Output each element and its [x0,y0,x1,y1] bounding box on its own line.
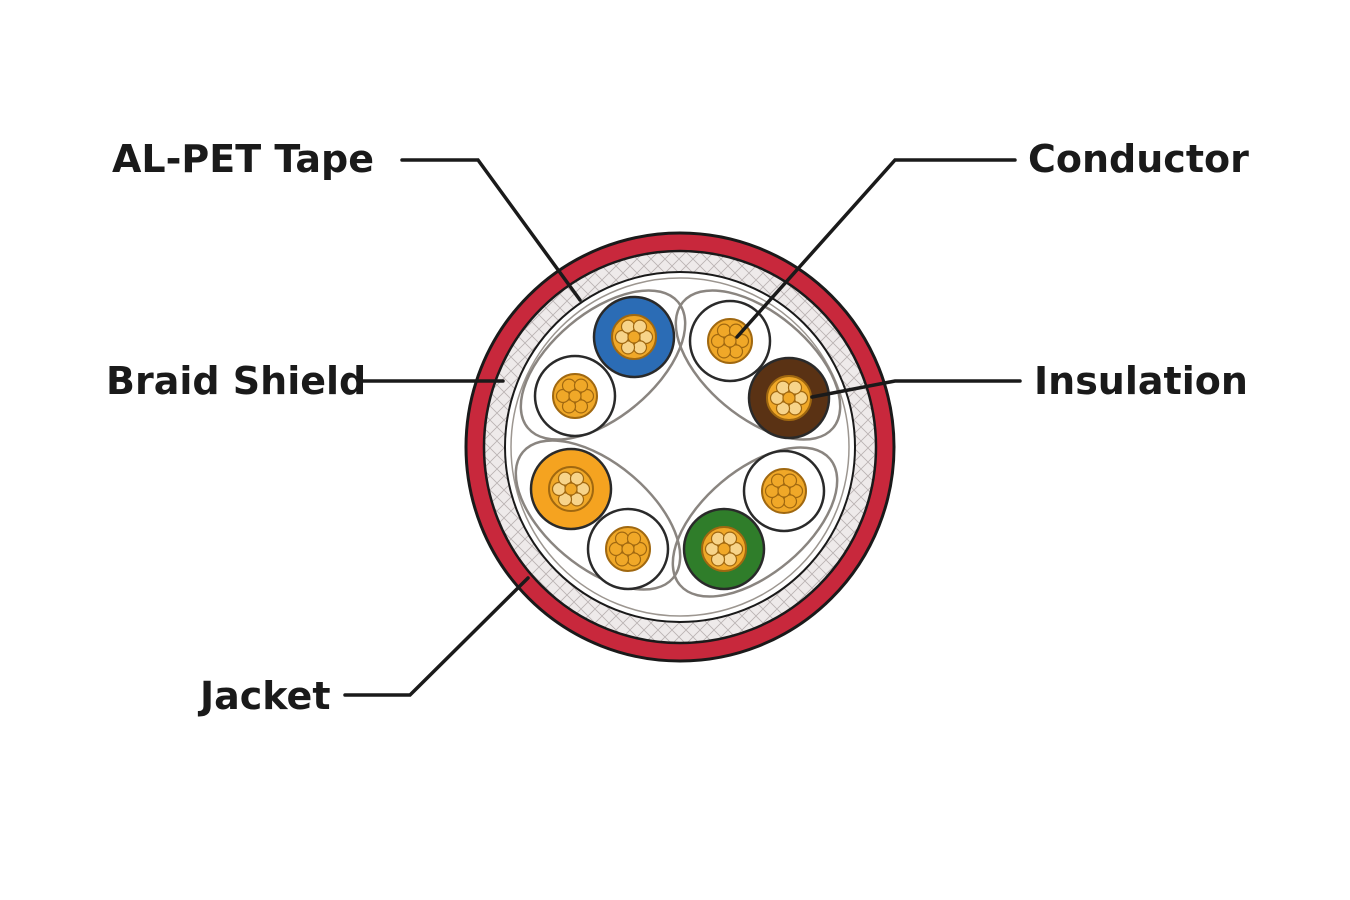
brown-wire [747,356,831,440]
white-wire [742,449,826,533]
conductor-center-strand [777,484,791,498]
conductor-strand [561,399,577,414]
conductor-strand [716,344,732,359]
leader-jacket [343,576,530,697]
label-jacket: Jacket [200,674,331,718]
label-insulation: Insulation [1034,359,1248,403]
brown-pair [688,299,831,440]
label-al-pet-tape: AL-PET Tape [112,137,374,181]
pair-wrap-brown [674,289,842,441]
leader-al-pet-tape [400,158,582,302]
conductor-strand [710,552,726,567]
conductor-center-strand [568,389,582,403]
white-wire [688,299,772,383]
conductor-strand [573,378,589,393]
pair-wrap-orange [514,439,682,591]
conductor-center-strand [621,542,635,556]
conductor-strand [557,492,573,507]
conductor-strand [569,471,585,486]
pair-wrap-blue [519,289,687,441]
leader-insulation [810,379,1022,399]
conductor-center-strand [564,482,578,496]
conductor-center-strand [782,391,796,405]
pair-wraps [514,289,842,598]
green-pair [682,449,826,591]
wires-layer [529,295,831,591]
orange-wire [529,447,613,531]
label-conductor: Conductor [1028,137,1249,181]
conductor-strand [770,494,786,509]
green-wire [682,507,766,591]
conductor-strand [787,380,803,395]
conductor-center-strand [627,330,641,344]
leader-lines [343,158,1022,697]
conductor-center-strand [717,542,731,556]
white-wire [586,507,670,591]
conductor-strand [620,340,636,355]
leader-conductor [735,158,1017,339]
orange-pair [529,447,670,591]
conductor-strand [614,552,630,567]
label-braid-shield: Braid Shield [106,359,367,403]
conductor-strand [722,531,738,546]
conductor-center-strand [723,334,737,348]
conductor-strand [626,531,642,546]
conductor-strand [782,473,798,488]
blue-pair [533,295,676,438]
pair-wrap-green [671,446,839,598]
conductor-strand [632,319,648,334]
white-wire [533,354,617,438]
conductor-strand [775,401,791,416]
blue-wire [592,295,676,379]
tape-inner-line [510,277,850,617]
